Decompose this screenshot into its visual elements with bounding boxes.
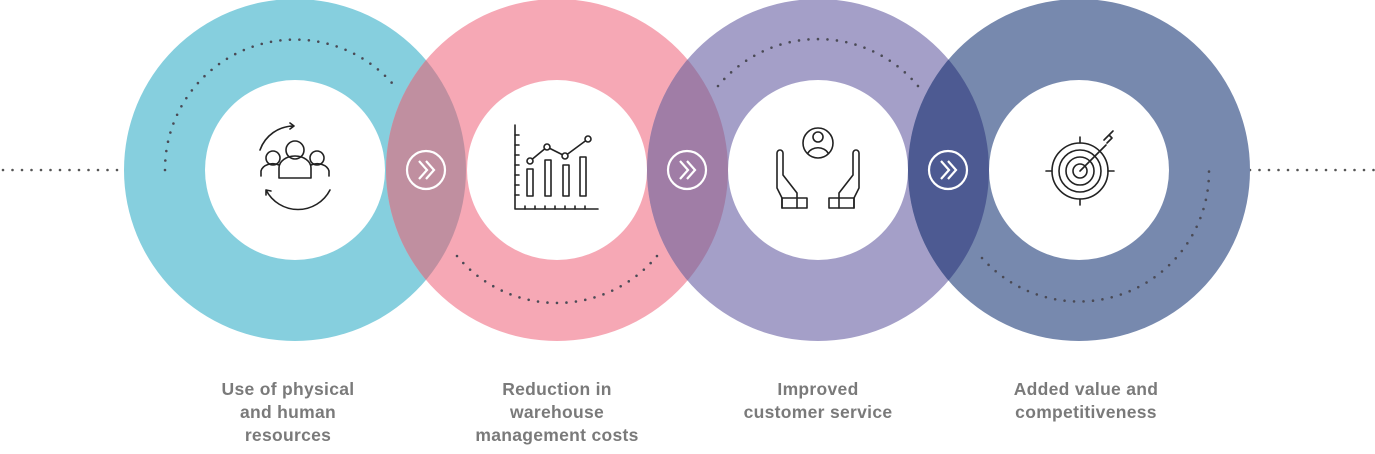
double-chevron-right-icon [666, 149, 708, 191]
label-line: warehouse [509, 402, 605, 422]
double-chevron-right-icon [405, 149, 447, 191]
dotted-arc-2 [455, 254, 659, 305]
label-line: customer service [743, 402, 893, 422]
label-line: management costs [475, 425, 639, 445]
label-line: competitiveness [1015, 402, 1157, 422]
bar-line-chart-icon [514, 124, 599, 210]
target-arrow-icon [1045, 130, 1115, 206]
inner-circle-4 [989, 80, 1169, 260]
dotted-arc-4 [980, 168, 1211, 303]
dotted-arc-3 [716, 37, 920, 88]
label-line: and human [239, 402, 337, 422]
step-label-3: Improved customer service [708, 378, 928, 424]
label-line: resources [244, 425, 332, 445]
double-chevron-right-icon [927, 149, 969, 191]
label-line: Improved [777, 379, 859, 399]
step-label-4: Added value and competitiveness [976, 378, 1196, 424]
inner-circle-2 [467, 80, 647, 260]
step-label-1: Use of physical and human resources [178, 378, 398, 447]
people-cycle-icon [259, 122, 331, 211]
label-line: Use of physical [221, 379, 355, 399]
label-line: Reduction in [502, 379, 612, 399]
inner-circle-3 [728, 80, 908, 260]
step-label-2: Reduction in warehouse management costs [447, 378, 667, 447]
label-line: Added value and [1013, 379, 1159, 399]
hands-customer-icon [776, 127, 860, 209]
inner-circle-1 [205, 80, 385, 260]
